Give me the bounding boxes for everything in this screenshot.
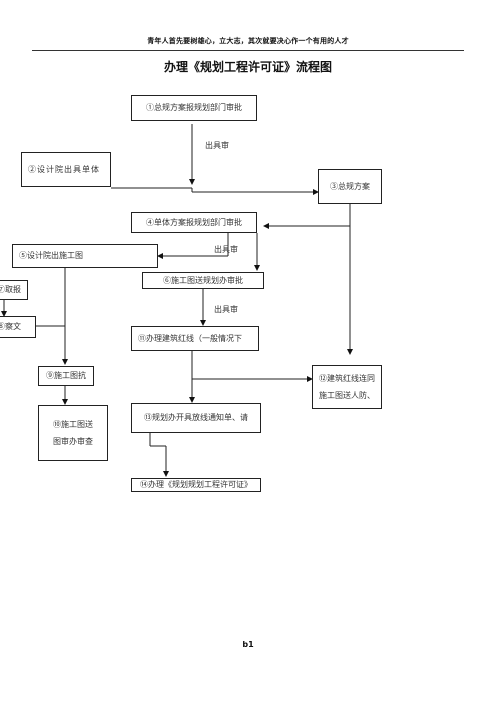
- label-issue-3: 出具审: [214, 305, 238, 314]
- step-13-box: ⑬规划办开具放线通知单、请: [131, 403, 261, 433]
- step-10-box: ⑩施工图送 图审办审查: [38, 405, 108, 461]
- step-6-box: ⑥施工图送规划办审批: [142, 272, 264, 289]
- header-rule: [32, 50, 464, 51]
- step-11-box: ⑪办理建筑红线（一般情况下: [131, 326, 259, 351]
- label-issue-2: 出具审: [214, 245, 238, 254]
- header-motto: 青年人首先要树雄心，立大志，其次就要决心作一个有用的人才: [147, 37, 349, 45]
- step-2-box: ②设计院出具单体: [21, 152, 111, 187]
- step-8-box: ⑧察文: [0, 316, 36, 338]
- document-title: 办理《规划工程许可证》流程图: [163, 60, 332, 74]
- step-12-line-2: 施工图送人防、: [319, 391, 375, 400]
- label-issue-1: 出具审: [205, 141, 229, 150]
- step-7-box: ⑦取报: [0, 280, 28, 300]
- step-12-box: ⑫建筑红线连同 施工图送人防、: [312, 365, 382, 409]
- step-10-line-2: 图审办审查: [53, 437, 93, 446]
- step-3-box: ③总规方案: [318, 169, 382, 204]
- page-number: b1: [242, 640, 254, 649]
- step-12-line-1: ⑫建筑红线连同: [319, 374, 375, 383]
- step-4-box: ④单体方案报规划部门审批: [131, 212, 257, 233]
- step-5-box: ⑤设计院出施工图: [12, 244, 158, 268]
- step-9-box: ⑨施工图抗: [38, 366, 94, 386]
- step-1-box: ①总规方案报规划部门审批: [131, 95, 257, 121]
- step-14-box: ⑭办理《规划规划工程许可证》: [131, 478, 261, 492]
- step-10-line-1: ⑩施工图送: [53, 420, 93, 429]
